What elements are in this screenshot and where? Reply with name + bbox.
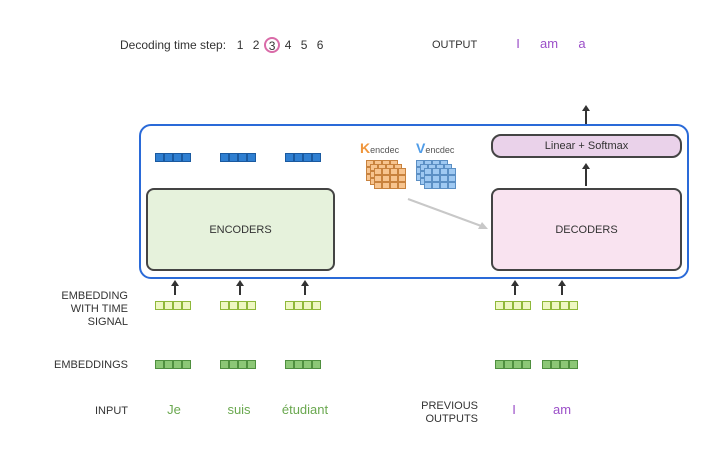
row-label-embedding-time-signal: EMBEDDING WITH TIME SIGNAL — [61, 290, 128, 328]
linear-softmax-label: Linear + Softmax — [544, 140, 629, 152]
encoder-output-vector-1 — [155, 153, 191, 162]
arrow-input-1-to-encoder — [171, 280, 179, 295]
transformer-frame — [139, 124, 689, 279]
time-embedding-vector-3 — [285, 301, 321, 310]
output-word-2: am — [539, 36, 559, 51]
output-label: OUTPUT — [432, 39, 478, 51]
decoders-box: DECODERS — [491, 188, 682, 271]
k-sub: encdec — [370, 145, 400, 155]
v-main: V — [416, 140, 426, 156]
input-word-2: suis — [227, 402, 251, 417]
arrow-prev-1-to-decoder — [511, 280, 519, 295]
input-word-1: Je — [167, 402, 181, 417]
row-label-input: INPUT — [95, 405, 128, 417]
time-embedding-vector-2 — [220, 301, 256, 310]
row-label-embeddings: EMBEDDINGS — [54, 359, 128, 371]
previous-output-word-1: I — [512, 402, 516, 417]
v-encdec-label: Vencdec — [416, 140, 454, 156]
time-embedding-vector-prev-1 — [495, 301, 531, 310]
arrow-input-2-to-encoder — [236, 280, 244, 295]
k-main: K — [360, 140, 371, 156]
timestep-bar: Decoding time step: 1 2 3 4 5 6 — [120, 36, 328, 54]
time-embedding-vector-1 — [155, 301, 191, 310]
arrow-input-3-to-encoder — [301, 280, 309, 295]
embedding-vector-2 — [220, 360, 256, 369]
encoder-output-vector-2 — [220, 153, 256, 162]
input-word-3: étudiant — [281, 402, 329, 417]
embedding-vector-prev-2 — [542, 360, 578, 369]
encoders-box: ENCODERS — [146, 188, 335, 271]
timestep-3-active: 3 — [264, 37, 281, 53]
encoder-output-vector-3 — [285, 153, 321, 162]
timestep-1: 1 — [236, 38, 244, 52]
previous-output-word-2: am — [552, 402, 572, 417]
embedding-vector-3 — [285, 360, 321, 369]
k-encdec-label: Kencdec — [360, 140, 399, 156]
k-matrix-front — [374, 168, 406, 189]
output-word-3: a — [578, 36, 586, 51]
arrow-softmax-to-output — [582, 105, 590, 124]
encoders-label: ENCODERS — [209, 223, 272, 236]
decoders-label: DECODERS — [555, 223, 618, 236]
timestep-2: 2 — [252, 38, 260, 52]
v-matrix-front — [424, 168, 456, 189]
arrow-decoder-to-softmax — [582, 163, 590, 186]
output-word-1: I — [516, 36, 520, 51]
v-sub: encdec — [425, 145, 455, 155]
timestep-4: 4 — [284, 38, 292, 52]
linear-softmax-box: Linear + Softmax — [491, 134, 682, 158]
timestep-label: Decoding time step: — [120, 38, 227, 52]
kv-to-decoder-arrow — [407, 198, 488, 229]
row-label-previous-outputs: PREVIOUS OUTPUTS — [421, 400, 478, 425]
time-embedding-vector-prev-2 — [542, 301, 578, 310]
embedding-vector-prev-1 — [495, 360, 531, 369]
embedding-vector-1 — [155, 360, 191, 369]
arrow-prev-2-to-decoder — [558, 280, 566, 295]
timestep-6: 6 — [316, 38, 324, 52]
timestep-5: 5 — [300, 38, 308, 52]
